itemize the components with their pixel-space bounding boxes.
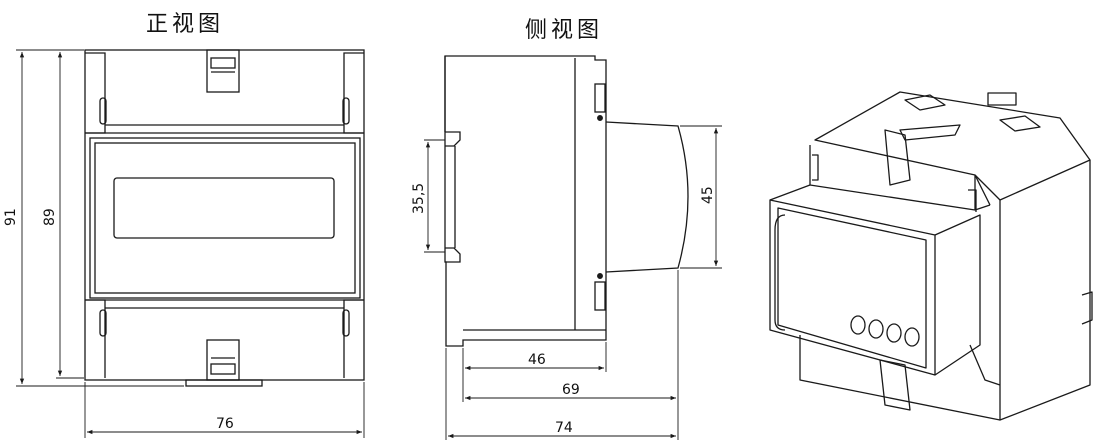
front-clip-bottom-right (342, 309, 350, 337)
iso-led-1 (850, 315, 866, 335)
side-screw-top (597, 115, 603, 121)
side-main-body (444, 55, 607, 347)
iso-top-window-2 (999, 115, 1041, 132)
iso-front-bezel (774, 214, 786, 331)
side-dimensions (424, 125, 722, 440)
dim-label-35-5: 35,5 (411, 183, 427, 214)
iso-led-4 (904, 327, 920, 347)
front-clip-bottom-left (99, 309, 107, 337)
iso-right-side (999, 160, 1091, 421)
dim-label-74: 74 (555, 420, 573, 436)
front-top-latch-slot (210, 57, 236, 69)
iso-top-tab (987, 92, 1017, 106)
side-rail-notch-top (445, 131, 461, 147)
dim-label-69: 69 (562, 382, 580, 398)
front-panel-inner (94, 142, 356, 294)
iso-top-bar (899, 124, 961, 141)
iso-led-2 (868, 319, 884, 339)
front-rail-tab (185, 379, 263, 387)
iso-panel-side (934, 214, 981, 376)
front-outer-body (84, 49, 365, 381)
iso-bottom-latch (879, 359, 911, 411)
iso-top-window-1 (904, 94, 946, 111)
front-view-title: 正视图 (146, 12, 225, 37)
iso-led-3 (886, 323, 902, 343)
dim-label-45: 45 (700, 186, 716, 204)
front-view (84, 49, 365, 387)
front-bottom-right-step (343, 299, 364, 378)
dim-label-76: 76 (216, 416, 234, 432)
side-view (444, 55, 689, 347)
side-front-bulge (605, 121, 689, 273)
front-top-left-step (85, 52, 106, 134)
front-bottom-latch-slot (210, 363, 236, 375)
front-clip-top-left (99, 97, 107, 125)
front-bottom-left-step (85, 299, 106, 378)
front-clip-top-right (342, 97, 350, 125)
iso-right-clip (1081, 291, 1093, 325)
iso-upper-step (809, 145, 991, 211)
side-clip-bottom (594, 281, 606, 311)
side-clip-top (594, 83, 606, 113)
isometric-view (769, 91, 1093, 421)
front-dimensions (16, 49, 365, 438)
side-rail-notch-bottom (445, 247, 461, 263)
front-top-right-step (343, 52, 364, 134)
iso-clip-right (968, 189, 977, 212)
iso-bottom-section (799, 335, 1001, 421)
iso-front-panel-inner (777, 207, 927, 369)
dim-label-91: 91 (3, 208, 19, 226)
iso-top-hood (814, 91, 1091, 201)
dim-label-89: 89 (42, 208, 58, 226)
dim-label-46: 46 (528, 352, 546, 368)
front-panel-outer (89, 137, 361, 299)
side-screw-bottom (597, 273, 603, 279)
side-view-title: 侧视图 (525, 18, 604, 43)
iso-top-latch (884, 129, 911, 186)
iso-clip-left (812, 154, 819, 181)
iso-front-panel (769, 199, 936, 376)
display-window (113, 177, 335, 239)
front-top-latch (206, 49, 240, 93)
